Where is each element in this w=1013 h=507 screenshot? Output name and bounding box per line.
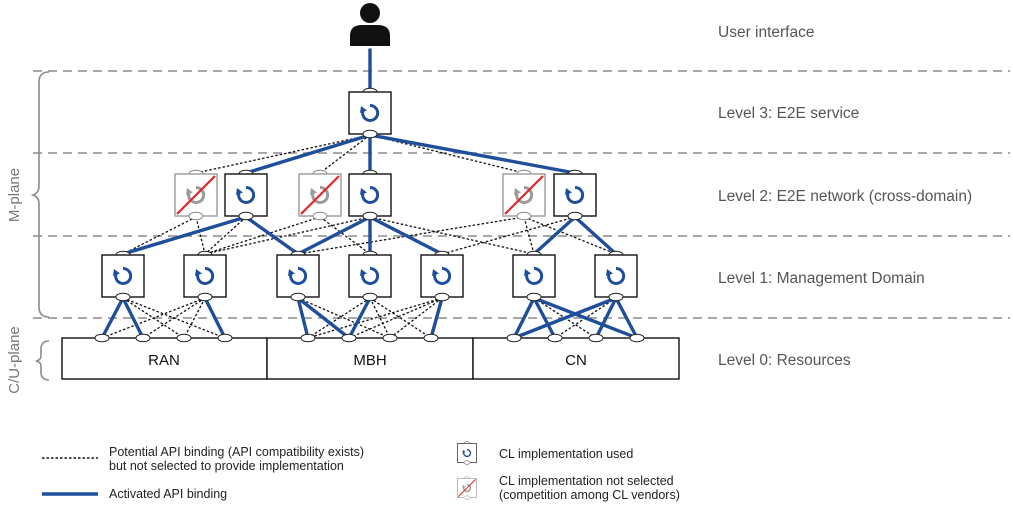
m-plane-label: M-plane	[6, 168, 23, 222]
resource-box-mbh	[266, 337, 474, 380]
resource-box-ran	[61, 337, 268, 380]
cl-l2-active-1	[223, 168, 269, 222]
resource-api-ports	[94, 333, 645, 343]
level-label-2: Level 2: E2E network (cross-domain)	[718, 188, 972, 205]
legend-cl-used-icon	[456, 441, 478, 465]
cl-l2-inactive-3	[501, 168, 547, 222]
cu-plane-brace	[35, 340, 50, 381]
level-separators	[33, 70, 1010, 319]
level-label-0: Level 0: Resources	[718, 352, 851, 369]
cl-l2-inactive-1	[173, 168, 219, 222]
level-label-3: Level 3: E2E service	[718, 105, 859, 122]
legend-cl-not-selected-line2: (competition among CL vendors)	[499, 488, 680, 502]
cl-l2-active-2	[347, 168, 393, 222]
cl-l1-ran-1	[100, 249, 146, 303]
cl-l1-cn-2	[593, 249, 639, 303]
cl-l3-e2e-service	[347, 86, 393, 140]
user-icon	[350, 3, 390, 46]
legend-cl-used: CL implementation used	[499, 447, 633, 461]
level-label-1: Level 1: Management Domain	[718, 270, 925, 287]
cl-l1-mbh-1	[275, 249, 321, 303]
legend: Potential API binding (API compatibility…	[42, 441, 680, 502]
legend-potential-line2: but not selected to provide implementati…	[109, 459, 344, 473]
cu-plane-label: C/U-plane	[6, 326, 23, 394]
cl-l1-mbh-2	[347, 249, 393, 303]
cl-l1-cn-1	[511, 249, 557, 303]
legend-potential-line1: Potential API binding (API compatibility…	[109, 445, 364, 459]
resource-box-cn	[472, 337, 680, 380]
legend-cl-not-selected-icon	[456, 476, 478, 500]
legend-cl-not-selected-line1: CL implementation not selected	[499, 474, 674, 488]
level-label-ui: User interface	[718, 24, 814, 41]
resource-label-ran: RAN	[148, 352, 180, 369]
activated-bindings	[100, 48, 639, 340]
legend-activated: Activated API binding	[109, 487, 227, 501]
resources-row: RAN MBH CN	[61, 337, 680, 380]
resource-label-cn: CN	[565, 352, 587, 369]
cl-l2-active-3	[552, 168, 598, 222]
cl-l1-ran-2	[182, 249, 228, 303]
m-plane-brace	[30, 71, 50, 318]
level-labels: User interface Level 3: E2E service Leve…	[718, 24, 972, 369]
plane-braces	[30, 71, 50, 381]
cl-l1-mbh-3	[419, 249, 465, 303]
cl-l2-inactive-2	[297, 168, 343, 222]
resource-label-mbh: MBH	[353, 352, 386, 369]
